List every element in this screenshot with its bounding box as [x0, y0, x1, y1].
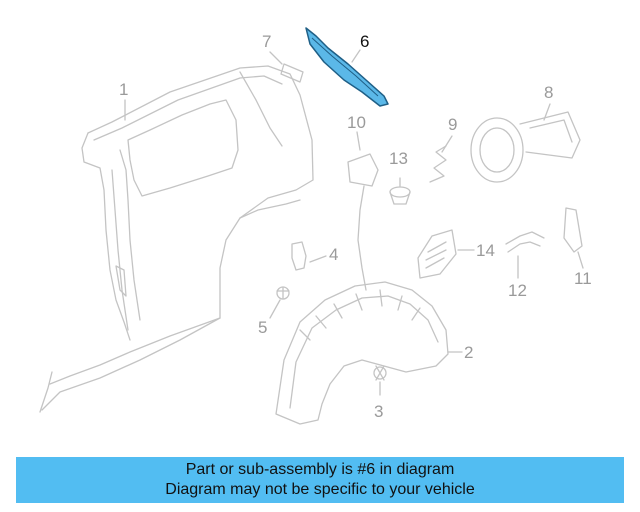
callout-1: 1 — [119, 80, 129, 99]
leader-lines — [124, 49, 584, 396]
parts-diagram — [39, 27, 584, 425]
bracket-part-11[interactable] — [563, 207, 583, 253]
hose-part-12[interactable] — [505, 231, 545, 253]
callout-13: 13 — [389, 149, 408, 168]
spring-part-9[interactable] — [429, 145, 447, 183]
plug-part-13[interactable] — [389, 186, 411, 205]
quarter-panel-part-1[interactable] — [39, 65, 314, 413]
wheel-liner-part-2[interactable] — [275, 281, 449, 425]
callout-8: 8 — [544, 83, 554, 102]
callout-6: 6 — [360, 32, 370, 51]
actuator-part-10[interactable] — [347, 153, 379, 291]
callout-14: 14 — [476, 241, 495, 260]
banner-line-2: Diagram may not be specific to your vehi… — [165, 481, 475, 498]
callout-2: 2 — [464, 343, 474, 362]
callout-10: 10 — [347, 113, 366, 132]
fuel-door-part-8[interactable] — [470, 111, 581, 183]
callout-11: 11 — [574, 269, 592, 288]
info-banner: Part or sub-assembly is #6 in diagram Di… — [16, 457, 624, 503]
clip-part-4[interactable] — [291, 241, 307, 271]
callout-3: 3 — [374, 402, 384, 421]
callout-4: 4 — [329, 245, 339, 264]
weatherstrip-part-6-highlighted[interactable] — [305, 27, 389, 107]
emblem-part-7[interactable] — [280, 63, 304, 83]
callout-12: 12 — [508, 281, 527, 300]
screw-part-3[interactable] — [373, 365, 387, 381]
clip-part-5[interactable] — [276, 286, 290, 300]
callout-5: 5 — [258, 318, 268, 337]
callout-7: 7 — [262, 32, 272, 51]
vent-part-14[interactable] — [417, 229, 457, 279]
banner-line-1: Part or sub-assembly is #6 in diagram — [185, 461, 455, 478]
callout-9: 9 — [448, 115, 458, 134]
